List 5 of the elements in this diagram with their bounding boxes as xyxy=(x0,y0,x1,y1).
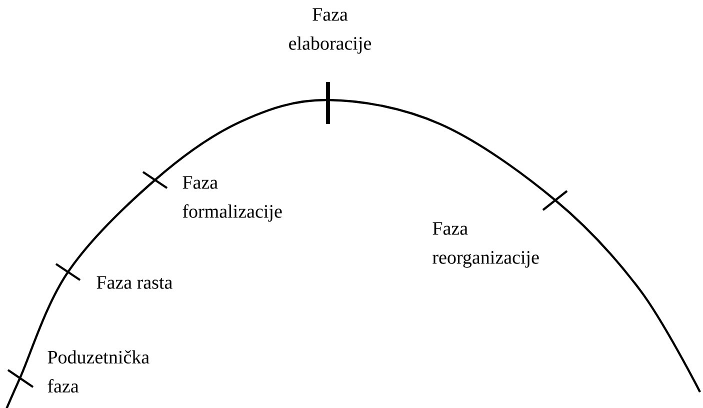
phase-label: Faza rasta xyxy=(96,276,172,289)
phase-label: Poduzetnička faza xyxy=(48,350,150,393)
phase-label: Faza formalizacije xyxy=(182,176,282,222)
phase-label: Faza elaboracije xyxy=(289,8,372,54)
phase-label: Faza reorganizacije xyxy=(432,222,539,268)
